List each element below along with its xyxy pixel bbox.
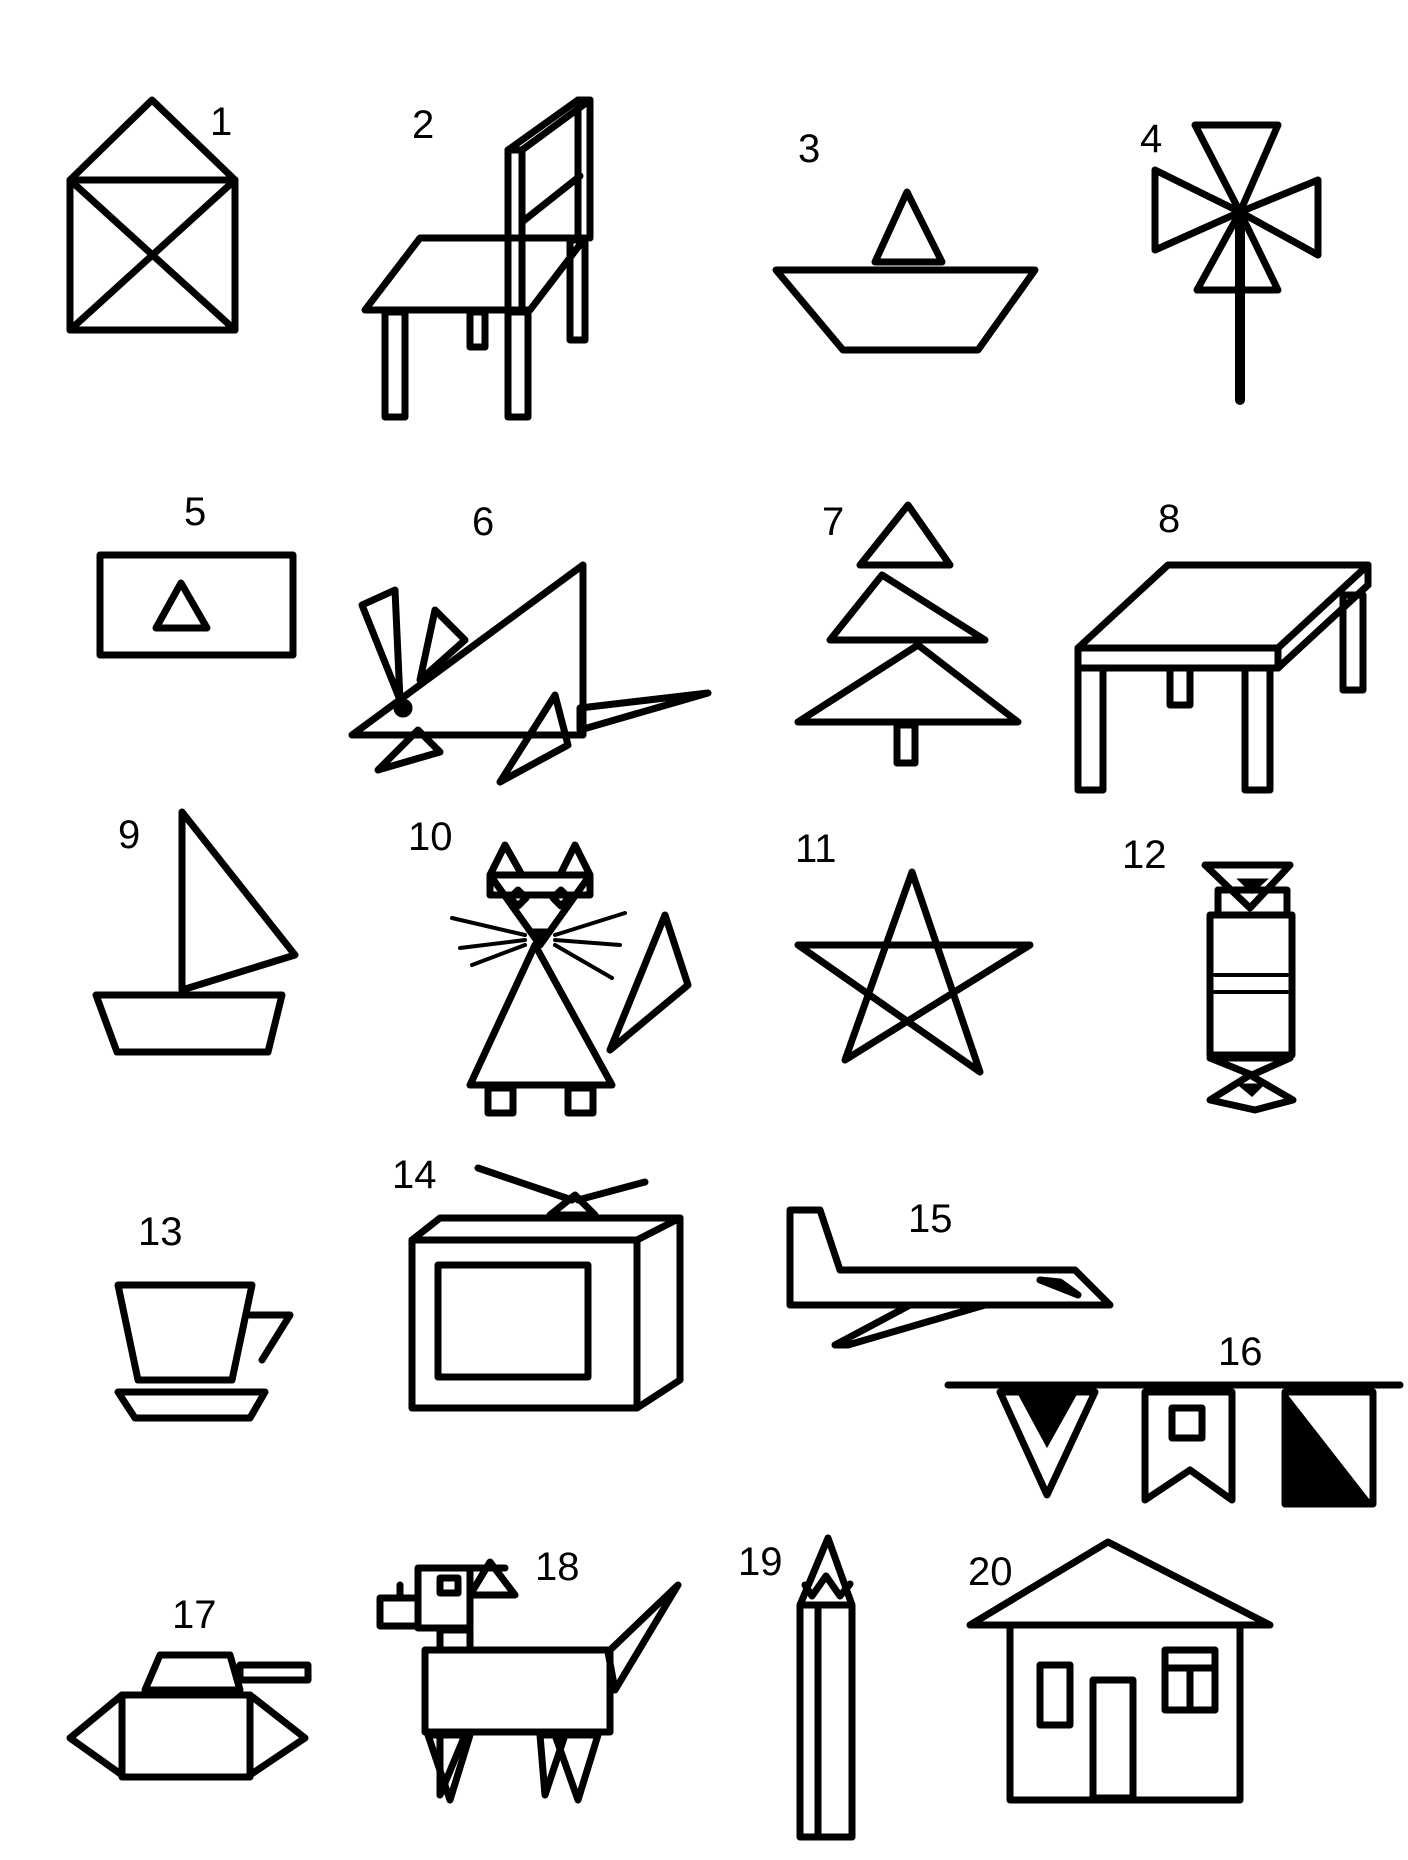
tank-icon <box>66 1651 312 1781</box>
figure-number-13: 13 <box>138 1210 183 1254</box>
figure-number-18: 18 <box>535 1545 580 1589</box>
chair-icon <box>361 96 594 421</box>
figure-number-11: 11 <box>795 827 837 871</box>
envelope-icon <box>66 96 239 334</box>
flag-with-triangle-icon <box>96 551 297 659</box>
table-icon <box>1074 561 1372 794</box>
figure-number-6: 6 <box>472 500 494 544</box>
figure-number-10: 10 <box>408 815 453 859</box>
candy-icon <box>1201 861 1297 1114</box>
airplane-icon <box>786 1206 1114 1349</box>
bunting-flags-icon <box>944 1381 1404 1508</box>
figure-number-8: 8 <box>1158 497 1180 541</box>
figure-number-9: 9 <box>118 813 140 857</box>
figure-number-19: 19 <box>738 1540 783 1584</box>
figure-number-20: 20 <box>968 1550 1013 1594</box>
pencil-icon <box>796 1534 856 1841</box>
cat-icon <box>450 841 692 1117</box>
figure-number-12: 12 <box>1122 833 1167 877</box>
mouse-icon <box>348 561 712 786</box>
figure-number-4: 4 <box>1140 117 1162 161</box>
figure-number-3: 3 <box>798 127 820 171</box>
figure-number-7: 7 <box>822 500 844 544</box>
paper-boat-icon <box>772 188 1039 354</box>
cup-and-saucer-icon <box>114 1281 294 1422</box>
sailboat-icon <box>92 808 299 1056</box>
figure-number-1: 1 <box>210 100 232 144</box>
figure-number-5: 5 <box>184 490 206 534</box>
figure-number-17: 17 <box>172 1593 217 1637</box>
figure-number-15: 15 <box>908 1197 953 1241</box>
figure-number-16: 16 <box>1218 1330 1263 1374</box>
house-icon <box>966 1538 1274 1804</box>
figure-number-2: 2 <box>412 103 434 147</box>
fir-tree-icon <box>794 501 1022 767</box>
figure-number-14: 14 <box>392 1153 437 1197</box>
star-icon <box>794 868 1034 1076</box>
television-icon <box>408 1164 684 1412</box>
pinwheel-icon <box>1151 121 1322 405</box>
dog-icon <box>376 1558 682 1804</box>
